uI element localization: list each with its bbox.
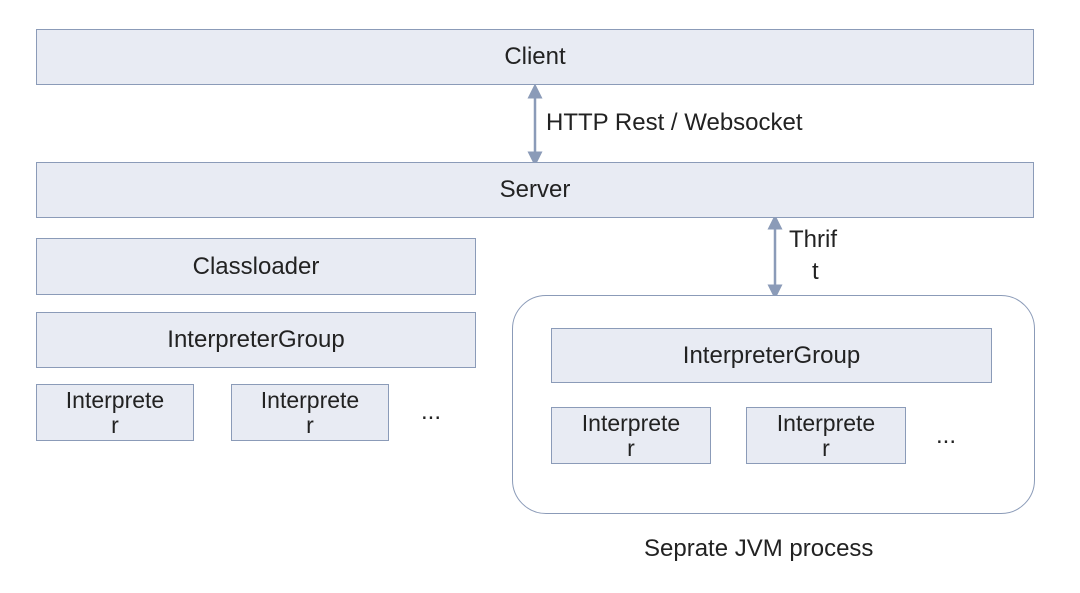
separate-jvm-process-caption: Seprate JVM process (644, 535, 874, 562)
local-interpreter-2-label-line1: Interprete (260, 386, 360, 413)
local-interpreter-1-label-line1: Interprete (65, 386, 165, 413)
local-interpreter-group-box: InterpreterGroup (36, 312, 476, 368)
remote-interpreter-2-label-line2: r (822, 434, 830, 461)
thrift-link-label-line1: Thrif (789, 226, 837, 253)
local-interpreter-2-label-line2: r (306, 411, 314, 438)
client-label: Client (504, 43, 566, 70)
server-box: Server (36, 162, 1034, 218)
remote-interpreter-1-label-line1: Interprete (581, 409, 681, 436)
remote-interpreter-box-1: Interprete r (551, 407, 711, 464)
local-interpreter-group-label: InterpreterGroup (167, 326, 345, 353)
local-interpreter-box-2: Interprete r (231, 384, 389, 441)
server-label: Server (499, 176, 571, 203)
remote-ellipsis: ... (936, 422, 957, 449)
remote-interpreter-group-box: InterpreterGroup (551, 328, 992, 383)
remote-interpreter-2-label-line1: Interprete (776, 409, 876, 436)
local-interpreter-1-label-line2: r (111, 411, 119, 438)
classloader-box: Classloader (36, 238, 476, 295)
client-box: Client (36, 29, 1034, 85)
remote-interpreter-box-2: Interprete r (746, 407, 906, 464)
http-link-label: HTTP Rest / Websocket (546, 109, 803, 136)
local-interpreter-box-1: Interprete r (36, 384, 194, 441)
local-ellipsis: ... (421, 398, 442, 425)
thrift-link-label-line2: t (812, 258, 819, 285)
remote-interpreter-group-label: InterpreterGroup (682, 341, 861, 369)
classloader-label: Classloader (192, 252, 320, 280)
remote-interpreter-1-label-line2: r (627, 434, 635, 461)
